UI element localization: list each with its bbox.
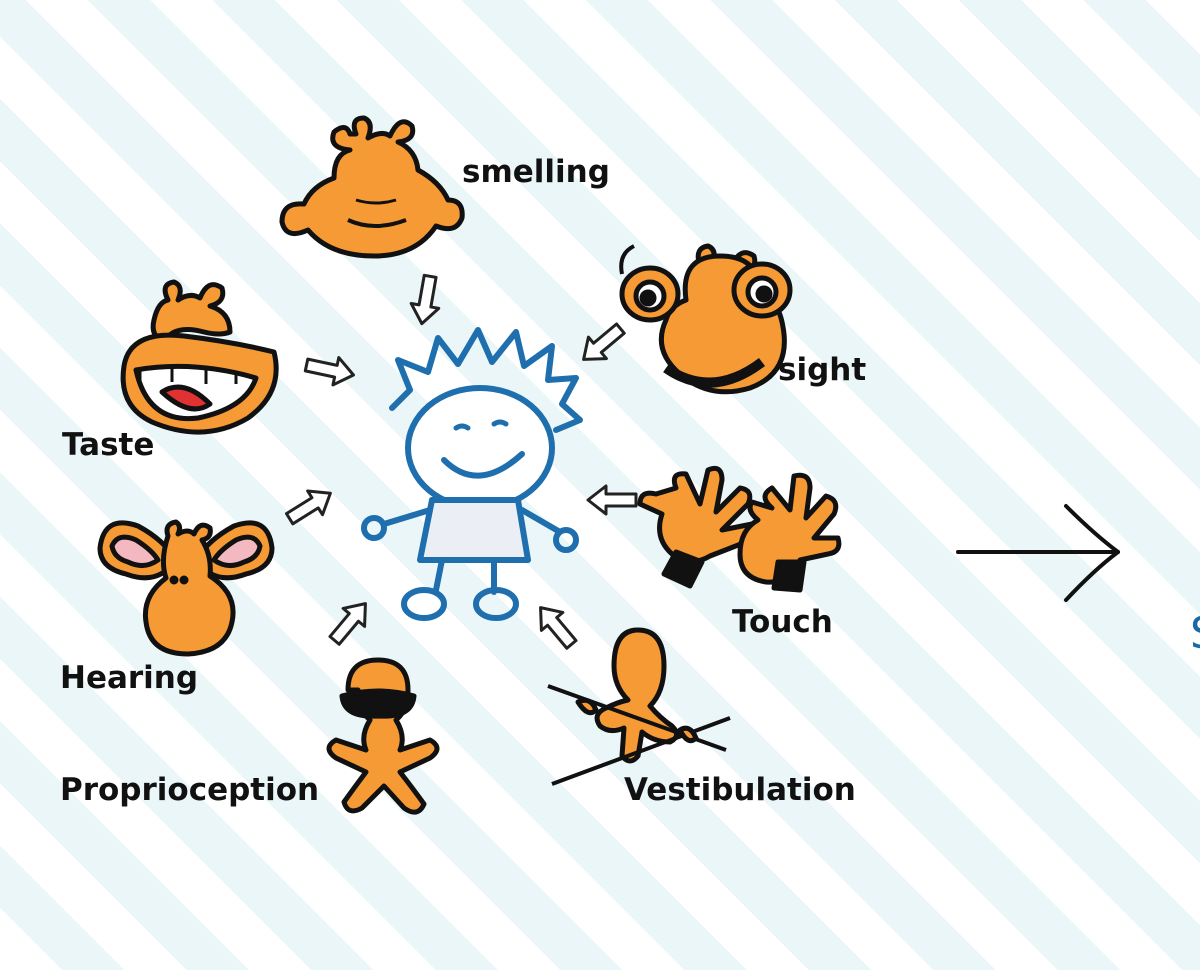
touch-hands-icon: [637, 465, 842, 593]
label-smelling: smelling: [462, 154, 610, 190]
hearing-creature-icon: [97, 519, 275, 657]
arrow-proprioception: [328, 602, 367, 646]
label-taste: Taste: [62, 427, 154, 463]
right-arrow-icon: [956, 504, 1120, 602]
vestibulation-creature-icon: [547, 627, 731, 786]
label-touch: Touch: [732, 604, 833, 640]
arrow-smelling: [409, 273, 441, 326]
arrow-taste: [303, 356, 355, 387]
label-sight: sight: [778, 352, 866, 388]
taste-creature-icon: [120, 279, 279, 435]
child-figure-icon: [361, 327, 583, 621]
arrow-hearing: [284, 489, 332, 526]
arrow-sight: [582, 322, 626, 361]
arrow-vestibulation: [539, 606, 578, 650]
proprioception-creature-icon: [326, 657, 440, 815]
label-vestibulation: Vestibulation: [624, 772, 856, 808]
smelling-creature-icon: [279, 115, 465, 259]
arrow-touch: [586, 484, 638, 516]
label-hearing: Hearing: [60, 660, 198, 696]
label-proprioception: Proprioception: [60, 772, 319, 808]
clipped-heading: S: [1190, 608, 1200, 659]
sight-creature-icon: [619, 243, 793, 395]
